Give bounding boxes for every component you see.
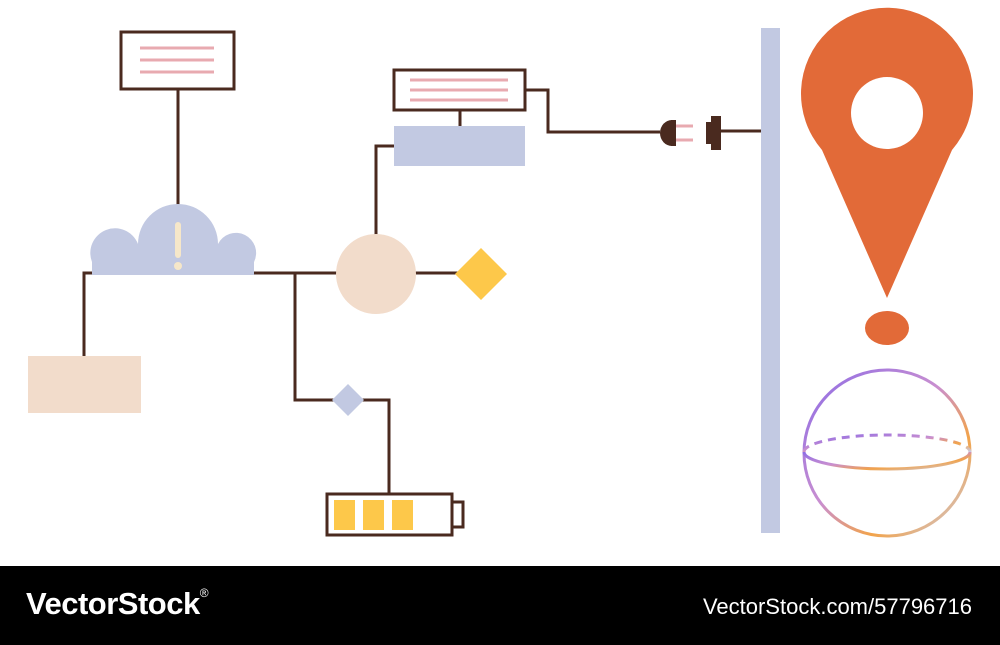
wall-bar bbox=[761, 28, 780, 533]
hub-circle bbox=[336, 234, 416, 314]
location-pin-icon bbox=[801, 7, 973, 345]
brand-registered-mark: ® bbox=[199, 586, 209, 600]
brand-logo[interactable]: VectorStock® bbox=[26, 586, 209, 622]
battery-segment bbox=[392, 500, 413, 530]
line-circle-to-blue-box bbox=[374, 144, 396, 236]
line-to-small-diamond bbox=[293, 273, 334, 402]
battery-segment bbox=[363, 500, 384, 530]
footer-bar: VectorStock® VectorStock.com/57796716 bbox=[0, 566, 1000, 645]
sphere-icon bbox=[802, 368, 972, 538]
stock-id-link[interactable]: VectorStock.com/57796716 bbox=[702, 594, 972, 619]
battery-icon bbox=[325, 492, 465, 537]
pin-dot bbox=[865, 311, 909, 345]
power-socket-icon bbox=[706, 116, 721, 150]
top-text-box bbox=[119, 30, 236, 91]
line-small-diamond-to-battery bbox=[362, 398, 391, 493]
network-diagram bbox=[28, 7, 973, 538]
small-diamond bbox=[332, 384, 364, 416]
battery-segment bbox=[334, 500, 355, 530]
lavender-bar bbox=[394, 126, 525, 166]
peach-block bbox=[28, 356, 141, 413]
mid-text-box bbox=[392, 68, 527, 112]
brand-text: VectorStock bbox=[26, 586, 200, 621]
line-cloud-to-peach-box bbox=[82, 271, 100, 356]
cloud-alert-icon bbox=[90, 204, 257, 275]
line-box-to-plug bbox=[526, 88, 660, 134]
power-plug-icon bbox=[660, 120, 693, 146]
connector-lines bbox=[82, 88, 762, 493]
yellow-diamond bbox=[455, 248, 507, 300]
